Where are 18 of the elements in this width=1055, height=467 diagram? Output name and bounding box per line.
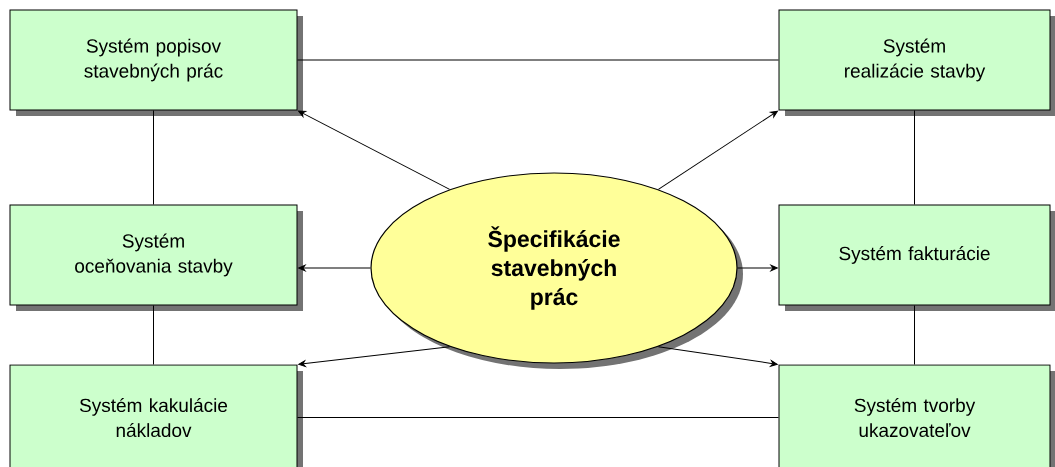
connector-line: [914, 305, 915, 365]
connector-line: [153, 305, 154, 365]
arrow: [657, 110, 778, 190]
connector-line: [914, 110, 915, 205]
arrow: [298, 264, 371, 272]
connector-line: [297, 59, 779, 61]
arrow: [737, 264, 778, 272]
process-box: Systém fakturácie: [778, 204, 1055, 311]
connector-line: [297, 417, 779, 418]
process-box: Systém oceňovania stavby: [9, 204, 303, 311]
arrow: [298, 110, 451, 190]
arrow: [298, 346, 451, 367]
connector-line: [153, 110, 154, 205]
ellipse-node: Špecifikácie stavebných prác: [370, 172, 743, 369]
process-box: Systém tvorby ukazovateľov: [778, 364, 1055, 467]
process-box: Systém popisov stavebných prác: [9, 9, 303, 116]
process-box: Systém kakulácie nákladov: [9, 364, 303, 467]
process-box: Systém realizácie stavby: [778, 9, 1055, 116]
